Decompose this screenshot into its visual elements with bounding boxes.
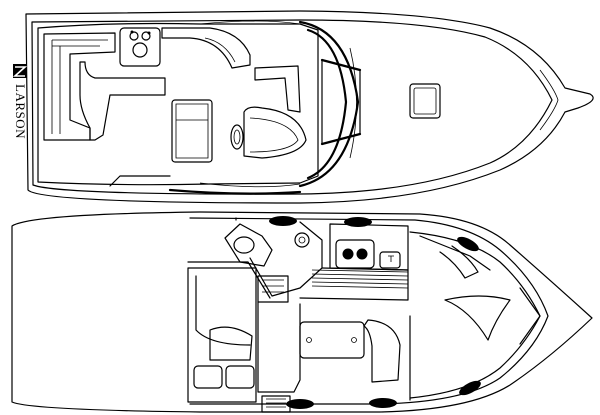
cabin-plan <box>11 211 593 413</box>
head-compartment <box>224 223 273 267</box>
forward-hatch <box>409 83 441 119</box>
cockpit-outline <box>37 22 319 186</box>
rear-bench-seat <box>43 32 116 141</box>
helm-seat <box>171 99 213 163</box>
helm-console <box>243 106 307 159</box>
steering-wheel-icon <box>230 124 244 150</box>
dinette-table <box>299 321 365 359</box>
companionway-steps <box>261 395 291 413</box>
lounge-seat <box>79 61 166 141</box>
deck-plan: LARSON <box>12 10 594 204</box>
cockpit-sink-unit <box>119 27 161 67</box>
larson-logo: LARSON <box>12 64 28 139</box>
windshield <box>298 20 360 188</box>
cabin-hull-outline <box>11 211 593 413</box>
v-berth <box>409 231 541 399</box>
deck-hull-outline <box>25 10 594 204</box>
brand-name-text: LARSON <box>13 84 28 139</box>
cabin-inner-line <box>189 217 549 405</box>
deck-inner-line <box>31 19 553 195</box>
rear-bench-cushion-line <box>51 39 108 134</box>
galley-counter <box>329 223 409 271</box>
mid-berth <box>187 267 257 403</box>
